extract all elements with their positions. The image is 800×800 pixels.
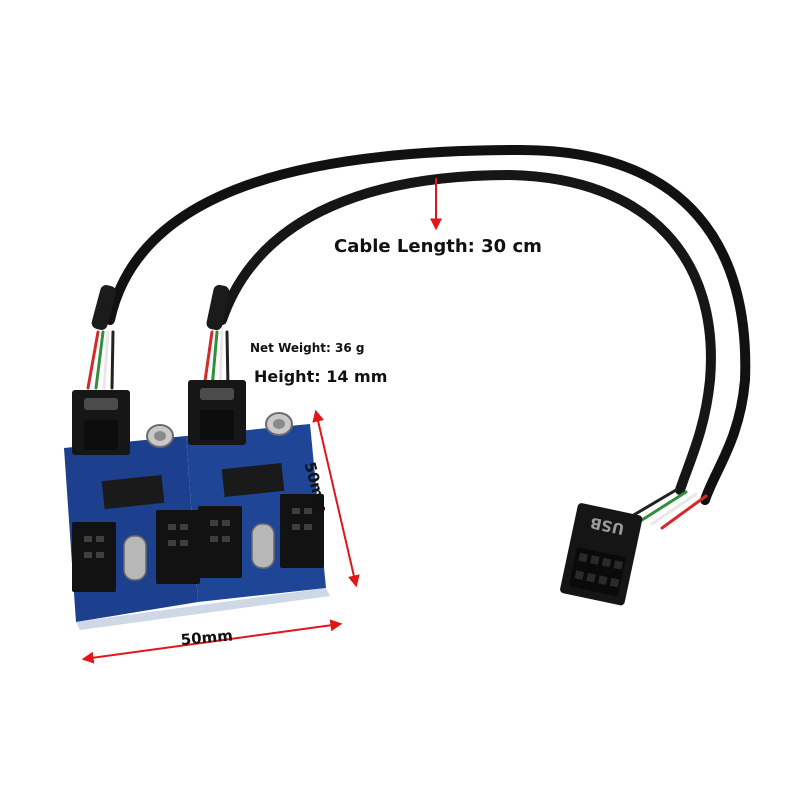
header-socket-left (72, 390, 130, 455)
height-label: Height: 14 mm (254, 367, 388, 386)
capacitor-left (146, 424, 174, 448)
dimension-arrows (81, 178, 442, 664)
hub-boards (64, 380, 330, 630)
crystal-right (251, 523, 275, 569)
capacitor-right (265, 412, 293, 436)
header-socket-right (188, 380, 246, 445)
usb-header-connector: USB (560, 503, 643, 606)
cable-sleeve-right (206, 284, 230, 331)
cable-right (217, 169, 716, 495)
cable-sleeve-left (91, 285, 117, 330)
header-pins (84, 508, 312, 558)
wires-right (202, 330, 230, 390)
wires-connector (630, 488, 708, 530)
width-arrow (81, 619, 343, 664)
hub-chip-left (101, 474, 165, 510)
depth-arrow (312, 409, 360, 588)
hub-chip-right (221, 462, 285, 498)
cable-left (105, 144, 751, 505)
net-weight-label: Net Weight: 36 g (250, 341, 365, 355)
usb-cables (86, 144, 751, 530)
cable-length-label: Cable Length: 30 cm (334, 236, 542, 257)
crystal-left (123, 535, 147, 581)
wires-left (86, 330, 115, 390)
